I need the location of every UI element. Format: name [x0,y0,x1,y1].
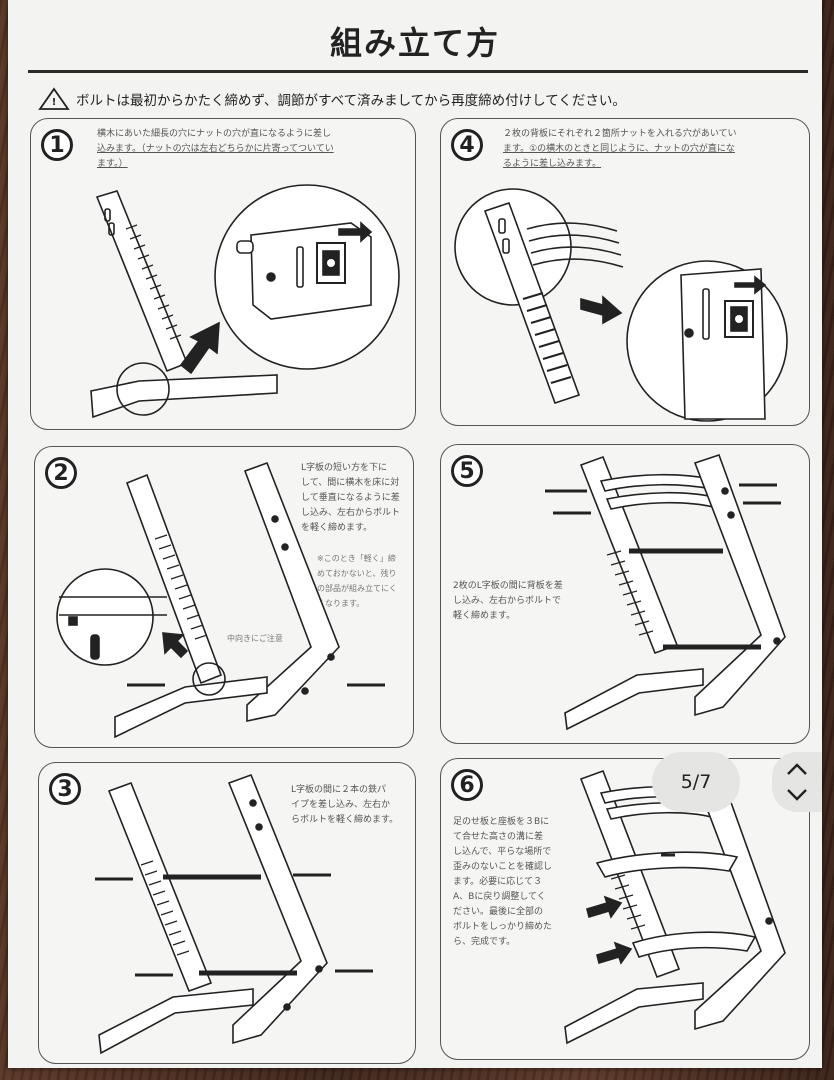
step-5-illustration [545,453,786,731]
step-4-panel: 4 ２枚の背板にそれぞれ２箇所ナットを入れる穴があいています。①の横木のときと同… [440,118,810,426]
step-3-panel: 3 L字板の間に２本の鉄パイプを差し込み、左右からボルトを軽く締めます。 [38,762,416,1064]
step-number: 1 [41,129,73,161]
step-2-panel: 2 L字板の短い方を下にして、間に横木を床に対して垂直になるように差し込み、左右… [34,446,414,748]
step-2-note: ※このとき「軽く」締めておかないと、残りの部品が組み立てにくくなります。 [317,554,397,608]
step-1-panel: 1 横木にあいた細長の穴にナットの穴が直になるように差し込みます。（ナットの穴は… [30,118,416,430]
step-number: 6 [451,769,483,801]
page-nav [772,752,822,812]
svg-text:!: ! [52,97,57,108]
step-1-illustration [90,184,400,419]
page-title: 組み立て方 [329,24,500,62]
step-number: 3 [49,773,81,805]
step-4-illustration [454,188,788,422]
step-number: 5 [451,455,483,487]
step-number: 4 [451,129,483,161]
step-6-illustration [564,767,786,1045]
orientation-callout: 中向きにご注意 [227,634,283,643]
page-indicator-label: 5/7 [680,771,712,793]
warning-text: ボルトは最初からかたく締めず、調節がすべて済みましてから再度締め付けしてください… [76,93,626,109]
step-6-panel: 6 足のせ板と座板を３Bにて合せた高さの溝に差し込んで、平らな場所で歪みのないこ… [440,758,810,1060]
chevron-up-icon[interactable] [782,758,812,780]
step-1-text: 横木にあいた細長の穴にナットの穴が直になるように差し込みます。（ナットの穴は左右… [97,129,334,169]
page-nav-arrows [782,758,812,806]
page-indicator: 5/7 [652,752,740,812]
step-6-text: 足のせ板と座板を３Bにて合せた高さの溝に差し込んで、平らな場所で歪みのないことを… [453,817,553,947]
step-2-illustration [56,461,385,739]
title-rule [28,70,808,73]
step-5-panel: 5 2枚のL字板の間に背板を差し込み、左右からボルトで軽く締めます。 [440,444,810,744]
step-5-text: 2枚のL字板の間に背板を差し込み、左右からボルトで軽く締めます。 [453,581,563,621]
step-2-text: L字板の短い方を下にして、間に横木を床に対して垂直になるように差し込み、左右から… [301,463,401,533]
warning-icon: ! [38,87,70,110]
chevron-down-icon[interactable] [782,784,812,806]
warning-notice: ! ボルトは最初からかたく締めず、調節がすべて済みましてから再度締め付けしてくだ… [38,86,802,112]
step-3-text: L字板の間に２本の鉄パイプを差し込み、左右からボルトを軽く締めます。 [291,785,399,825]
step-3-illustration [95,773,373,1055]
instruction-sheet: 組み立て方 ! ボルトは最初からかたく締めず、調節がすべて済みましてから再度締め… [8,0,822,1068]
step-4-text: ２枚の背板にそれぞれ２箇所ナットを入れる穴があいています。①の横木のときと同じよ… [503,129,737,169]
step-number: 2 [45,457,77,489]
